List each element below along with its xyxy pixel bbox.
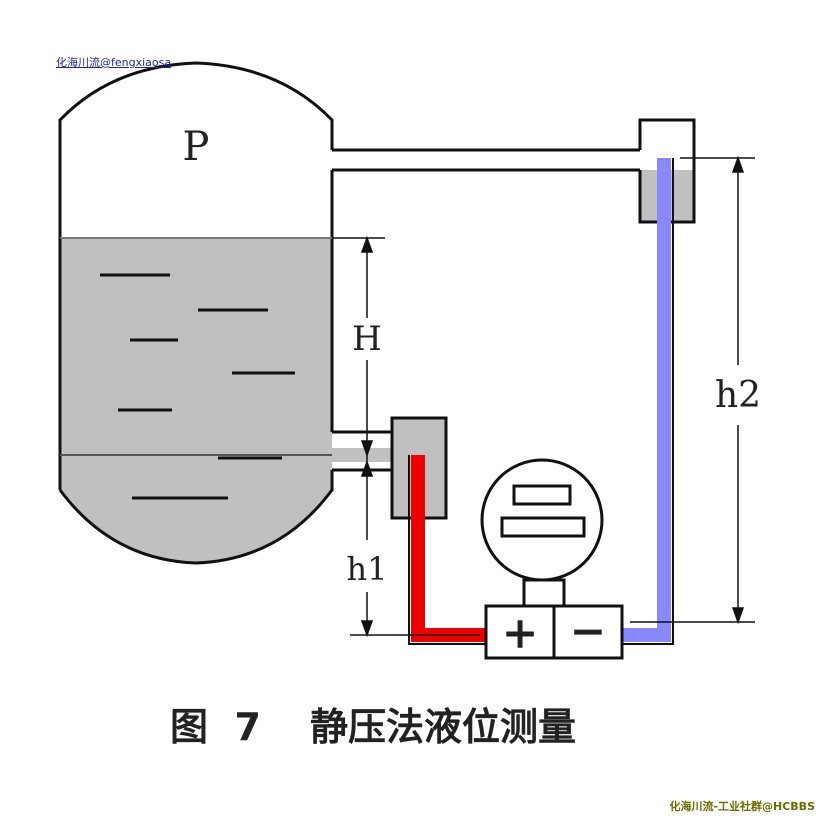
plus-sign: + <box>502 608 539 659</box>
transmitter-neck <box>522 578 566 608</box>
top-impulse-pipe <box>332 148 640 172</box>
dp-transmitter: + − <box>480 458 624 660</box>
low-pressure-chamber <box>552 604 624 660</box>
low-pressure-impulse-line <box>622 158 671 642</box>
height-h1-label: h1 <box>347 550 388 588</box>
high-pressure-line-outline <box>408 455 486 645</box>
low-pressure-line-outline <box>622 158 674 645</box>
tank-outline <box>58 61 334 565</box>
watermark-top: 化海川流@fengxiaosa <box>56 56 172 69</box>
watermark-bottom: 化海川流-工业社群@HCBBS <box>669 800 815 813</box>
minus-sign: − <box>570 606 607 657</box>
figure-title: 静压法液位测量 <box>310 705 576 749</box>
tank-liquid <box>60 238 332 563</box>
liquid-wave-marks <box>100 273 295 500</box>
bottom-tap <box>332 430 392 472</box>
height-h2-label: h2 <box>715 375 761 416</box>
height-H-label: H <box>352 319 382 359</box>
pressure-label: P <box>183 124 210 170</box>
tank <box>58 61 400 565</box>
dimension-lines <box>332 155 755 638</box>
figure-number: 图 7 <box>170 705 261 749</box>
high-pressure-chamber <box>484 604 556 660</box>
